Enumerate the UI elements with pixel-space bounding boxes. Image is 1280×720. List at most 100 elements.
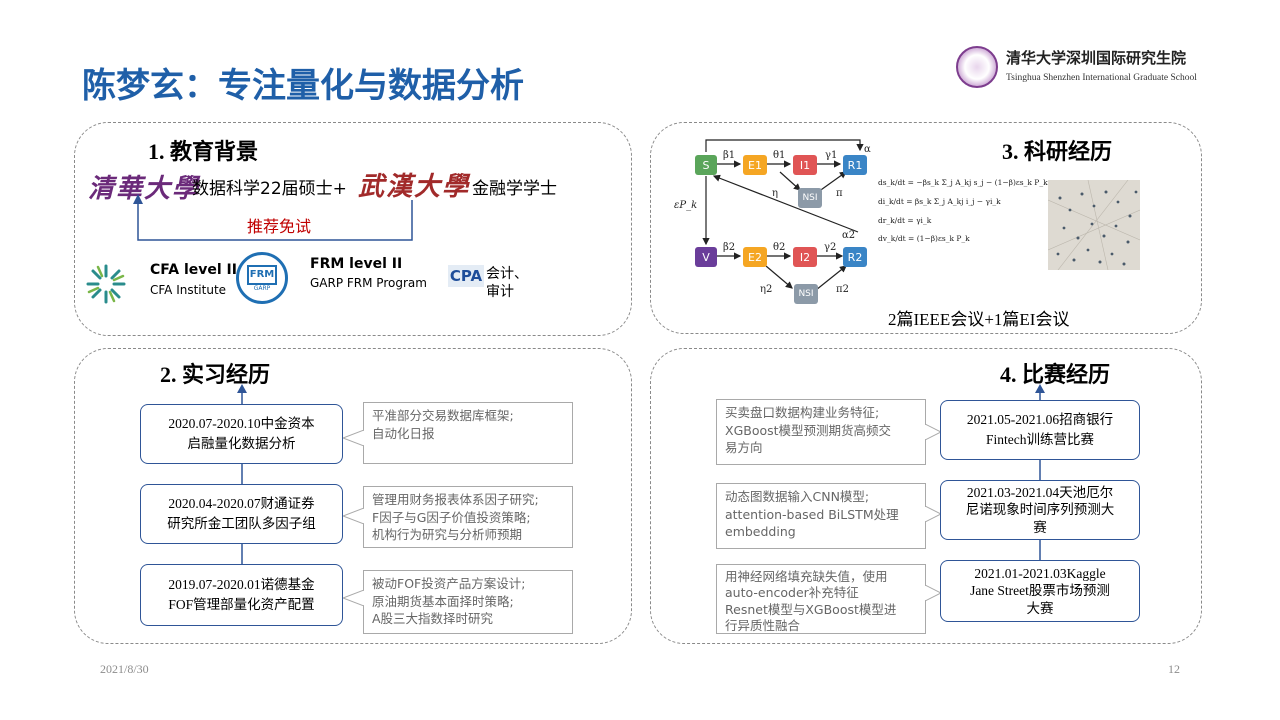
- internship-note-3-pointer: [343, 590, 364, 606]
- edge-gamma2-label: γ2: [824, 242, 836, 253]
- frm-badge-text: FRM: [247, 264, 277, 285]
- education-title: 1. 教育背景: [148, 139, 259, 164]
- research-summary: 2篇IEEE会议+1篇EI会议: [888, 310, 1070, 329]
- competition-1-note-line3: 易方向: [725, 440, 763, 455]
- competition-box-2: 2021.03-2021.04天池厄尔尼诺现象时间序列预测大赛: [940, 480, 1140, 540]
- cpa-text-line2: 审计: [486, 284, 514, 300]
- edge-beta2-label: β2: [723, 242, 735, 253]
- tsinghua-seal-logo: [956, 46, 998, 88]
- internship-note-3: 被动FOF投资产品方案设计; 原油期货基本面择时策略; A股三大指数择时研究: [363, 570, 573, 634]
- internship-2-note-line1: 管理用财务报表体系因子研究;: [372, 492, 539, 507]
- internship-note-2: 管理用财务报表体系因子研究; F因子与G因子价值投资策略; 机构行为研究与分析师…: [363, 486, 573, 548]
- competition-3-note-line3: Resnet模型与XGBoost模型进: [725, 601, 897, 617]
- edge-epsilon-label: εP_k: [674, 200, 697, 211]
- node-nsi-1: NSI: [798, 188, 822, 208]
- edge-pi-label: π: [836, 188, 843, 199]
- footer-date: 2021/8/30: [100, 662, 149, 676]
- epidemic-model-diagram: β1 θ1 γ1 α η π εP_k β2 θ2 γ2 α2 η2 π2: [674, 139, 871, 295]
- competition-title: 4. 比赛经历: [1000, 362, 1111, 387]
- node-r1: R1: [843, 155, 867, 175]
- internship-1-note-line1: 平准部分交易数据库框架;: [372, 408, 514, 423]
- edge-eta2-label: η2: [760, 284, 772, 295]
- competition-3-note-line1: 用神经网络填充缺失值，使用: [725, 569, 888, 584]
- node-s: S: [695, 155, 717, 175]
- tsinghua-degree: 数据科学22届硕士+: [192, 179, 347, 199]
- internship-2-line1: 2020.04-2020.07财通证券: [168, 496, 315, 512]
- competition-3-line2: Jane Street股票市场预测: [970, 583, 1110, 599]
- edge-theta1-label: θ1: [773, 150, 785, 161]
- internship-box-2: 2020.04-2020.07财通证券研究所金工团队多因子组: [140, 484, 343, 544]
- frm-cert-sub: GARP FRM Program: [310, 276, 427, 290]
- recommend-arrow: [133, 194, 413, 241]
- internship-1-line2: 启融量化数据分析: [187, 436, 296, 451]
- edge-beta1-label: β1: [723, 150, 735, 161]
- frm-badge-sub: GARP: [253, 284, 271, 292]
- competition-1-line2: Fintech训练营比赛: [986, 432, 1094, 447]
- competition-note-3-pointer: [925, 585, 941, 601]
- node-i2: I2: [793, 247, 817, 267]
- internship-note-2-pointer: [343, 508, 364, 524]
- internship-3-line1: 2019.07-2020.01诺德基金: [168, 577, 315, 593]
- cfa-institute-icon: [86, 264, 126, 304]
- competition-2-line1: 2021.03-2021.04天池厄尔: [966, 484, 1114, 500]
- equation-dv: dv_k/dt = (1−β)εs_k P_k: [878, 234, 970, 244]
- node-i1: I1: [793, 155, 817, 175]
- crowd-network-image: [1048, 180, 1140, 270]
- edge-alpha-label: α: [864, 144, 871, 155]
- equation-ds: ds_k/dt = −βs_k Σ_j A_kj s_j − (1−β)εs_k…: [878, 178, 1048, 187]
- internship-3-note-line2: 原油期货基本面择时策略;: [372, 593, 514, 609]
- cpa-text-line1: 会计、: [486, 266, 528, 282]
- edge-theta2-label: θ2: [773, 242, 785, 253]
- competition-3-line3: 大赛: [1026, 600, 1054, 616]
- page-title: 陈梦玄：专注量化与数据分析: [82, 66, 524, 106]
- research-title: 3. 科研经历: [1002, 139, 1113, 164]
- competition-1-line1: 2021.05-2021.06招商银行: [966, 412, 1114, 428]
- internship-panel: [74, 348, 632, 644]
- competition-panel: [650, 348, 1202, 644]
- internship-box-1: 2020.07-2020.10中金资本启融量化数据分析: [140, 404, 343, 464]
- node-v: V: [695, 247, 717, 267]
- edge-pi2-label: π2: [836, 284, 849, 295]
- footer-page-number: 12: [1168, 662, 1180, 676]
- node-nsi-2: NSI: [794, 284, 818, 304]
- internship-note-1-pointer: [343, 430, 364, 446]
- competition-1-note-line2: XGBoost模型预测期货高频交: [725, 422, 892, 438]
- competition-note-3: 用神经网络填充缺失值，使用 auto-encoder补充特征 Resnet模型与…: [716, 564, 926, 634]
- internship-3-note-line3: A股三大指数择时研究: [372, 611, 494, 626]
- equation-di: di_k/dt = βs_k Σ_j A_kj i_j − γi_k: [878, 196, 1001, 206]
- frm-badge-icon: FRM GARP: [236, 252, 288, 304]
- internship-2-note-line3: 机构行为研究与分析师预期: [372, 527, 523, 542]
- node-e1: E1: [743, 155, 767, 175]
- internship-1-line1: 2020.07-2020.10中金资本: [168, 416, 315, 432]
- edge-alpha2-label: α2: [842, 230, 855, 241]
- internship-box-3: 2019.07-2020.01诺德基金 FOF管理部量化资产配置: [140, 564, 343, 626]
- cpa-badge-icon: CPA: [448, 265, 484, 287]
- node-r2: R2: [843, 247, 867, 267]
- research-equations: ds_k/dt = −βs_k Σ_j A_kj s_j − (1−β)εs_k…: [878, 174, 1048, 249]
- competition-2-note-line3: embedding: [725, 524, 796, 539]
- internship-note-1: 平准部分交易数据库框架; 自动化日报: [363, 402, 573, 464]
- logo-chinese-name: 清华大学深圳国际研究生院: [1006, 51, 1187, 67]
- whu-calligraphy-logo: 武漢大學: [358, 172, 471, 202]
- edge-eta-label: η: [772, 188, 778, 199]
- internship-3-line2: FOF管理部量化资产配置: [168, 597, 315, 612]
- whu-degree: 金融学学士: [472, 179, 557, 199]
- internship-title: 2. 实习经历: [160, 362, 271, 387]
- node-e2: E2: [743, 247, 767, 267]
- internship-1-note-line2: 自动化日报: [372, 425, 435, 441]
- competition-2-note-line1: 动态图数据输入CNN模型;: [725, 489, 870, 504]
- competition-note-2-pointer: [925, 506, 941, 522]
- education-panel: [74, 122, 632, 336]
- competition-2-line2: 尼诺现象时间序列预测大: [965, 502, 1115, 518]
- frm-cert-title: FRM level II: [310, 256, 403, 272]
- equation-dr: dr_k/dt = γi_k: [878, 215, 932, 225]
- logo-english-name: Tsinghua Shenzhen International Graduate…: [1006, 73, 1197, 83]
- tsinghua-calligraphy-logo: 清華大學: [88, 174, 201, 204]
- competition-note-2: 动态图数据输入CNN模型; attention-based BiLSTM处理 e…: [716, 483, 926, 549]
- recommend-label: 推荐免试: [247, 217, 312, 236]
- internship-2-note-line2: F因子与G因子价值投资策略;: [372, 509, 531, 525]
- competition-1-note-line1: 买卖盘口数据构建业务特征;: [725, 405, 880, 420]
- competition-2-line3: 赛: [1033, 519, 1047, 535]
- competition-3-note-line4: 行异质性融合: [725, 617, 801, 633]
